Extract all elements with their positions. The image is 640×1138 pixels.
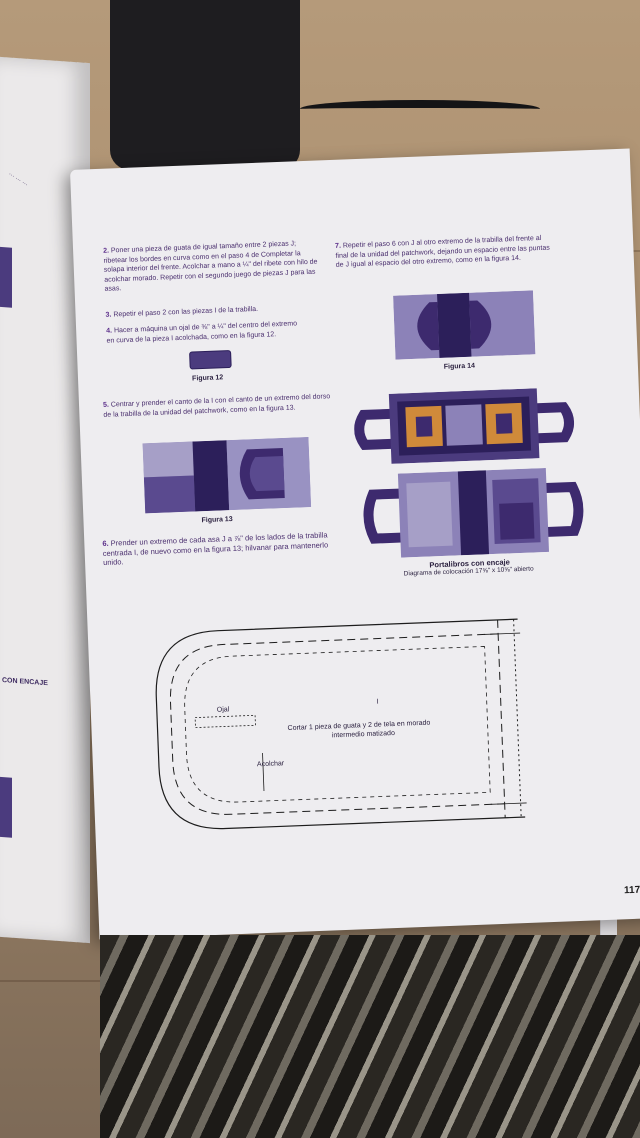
- figure-14-image: [393, 290, 536, 360]
- book-page: 2. Poner una pieza de guata de igual tam…: [70, 148, 640, 940]
- left-page-figure-2: [0, 776, 12, 838]
- step-5-num: 5.: [102, 401, 110, 409]
- step-2-text: Poner una pieza de guata de igual tamaño…: [103, 240, 318, 293]
- step-6: 6. Prender un extremo de cada asa J a ⅞"…: [102, 530, 343, 568]
- step-2: 2. Poner una pieza de guata de igual tam…: [103, 239, 320, 295]
- step-6-text: Prender un extremo de cada asa J a ⅞" de…: [102, 530, 329, 568]
- portalibros-front-image: [354, 388, 575, 464]
- step-5-text: Centrar y prender el canto de la I con e…: [103, 393, 331, 419]
- patterned-fabric-foreground: [100, 935, 640, 1138]
- step-2-num: 2.: [103, 247, 110, 255]
- pattern-acolchar-label: Acolchar: [256, 760, 285, 769]
- pattern-piece-i: [155, 618, 527, 830]
- figure-14-caption: Figura 14: [443, 362, 476, 371]
- step-7-num: 7.: [334, 242, 342, 250]
- left-page-text: ··· ··· ···: [7, 171, 29, 189]
- pattern-letter: I: [376, 698, 379, 706]
- step-3-text: Repetir el paso 2 con las piezas I de la…: [113, 305, 259, 319]
- left-page-figure: [0, 246, 12, 308]
- figure-13-caption: Figura 13: [201, 516, 233, 525]
- step-7-text: Repetir el paso 6 con J al otro extremo …: [335, 234, 550, 269]
- step-5: 5. Centrar y prender el canto de la I co…: [103, 392, 334, 420]
- step-4-num: 4.: [106, 327, 113, 335]
- figure-13-image: [142, 437, 312, 514]
- chair-leg: [300, 100, 540, 118]
- step-7: 7. Repetir el paso 6 con J al otro extre…: [335, 233, 556, 270]
- portalibros-open-image: [363, 467, 584, 558]
- chair-silhouette: [110, 0, 300, 170]
- figure-12-image: [189, 349, 232, 370]
- step-3: 3. Repetir el paso 2 con las piezas I de…: [105, 302, 320, 320]
- step-4-text: Hacer a máquina un ojal de ⅜" a ¼" del c…: [106, 320, 298, 345]
- step-3-num: 3.: [105, 311, 112, 319]
- step-4: 4. Hacer a máquina un ojal de ⅜" a ¼" de…: [106, 319, 307, 346]
- left-page-heading: CON ENCAJE: [2, 676, 48, 688]
- pattern-ojal-label: Ojal: [216, 706, 230, 714]
- portalibros-subtitle: Diagrama de colocación 17⅝" x 10⅝" abier…: [403, 565, 534, 578]
- page-number: 117: [623, 884, 640, 897]
- figure-12-caption: Figura 12: [191, 374, 224, 383]
- step-6-num: 6.: [102, 538, 109, 549]
